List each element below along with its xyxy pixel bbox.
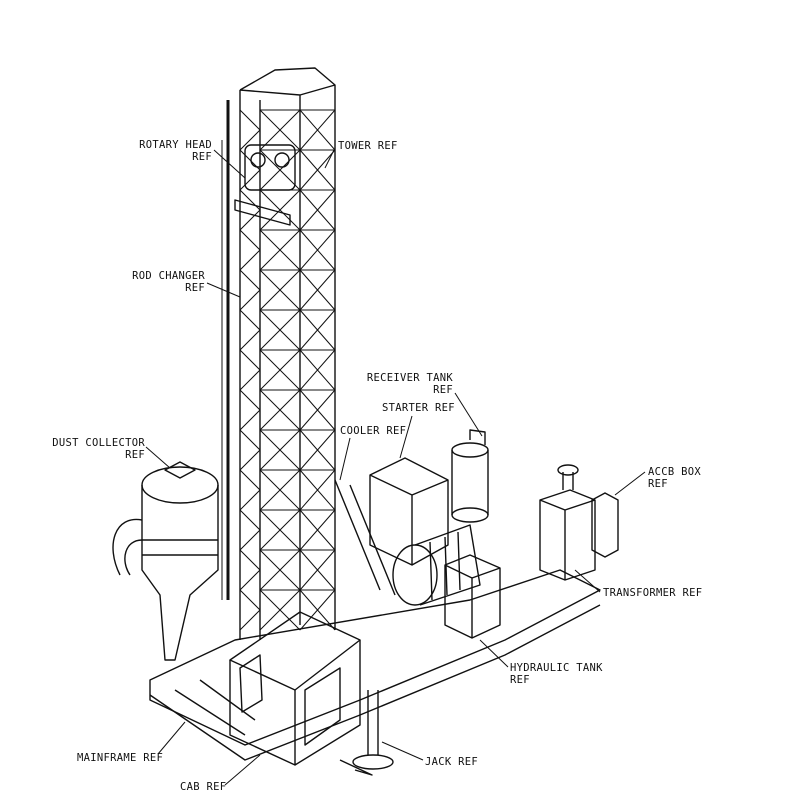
tower-brace bbox=[259, 309, 301, 351]
label-line: ROTARY HEAD bbox=[139, 139, 212, 151]
label-starter: STARTER REF bbox=[382, 402, 455, 414]
label-transformer: TRANSFORMER REF bbox=[603, 587, 703, 599]
label-line: REF bbox=[433, 384, 453, 396]
tower-brace bbox=[299, 509, 336, 551]
tower-brace bbox=[299, 189, 336, 231]
rotary-head bbox=[234, 144, 296, 226]
transformer bbox=[539, 464, 596, 581]
tower-brace bbox=[239, 269, 261, 311]
tower-brace bbox=[259, 189, 301, 231]
tower-brace bbox=[239, 149, 261, 191]
starter bbox=[369, 457, 449, 566]
tower-brace bbox=[299, 309, 336, 351]
tower-brace bbox=[299, 149, 336, 191]
tower-brace bbox=[299, 269, 336, 311]
tower-brace bbox=[299, 589, 336, 631]
tower-brace bbox=[299, 469, 336, 511]
motor bbox=[334, 479, 481, 606]
label-mainframe: MAINFRAME REF bbox=[77, 752, 164, 764]
tower-brace bbox=[259, 149, 301, 191]
tower-brace bbox=[239, 109, 261, 151]
accb-box bbox=[591, 492, 619, 558]
hydraulic-tank bbox=[444, 554, 501, 639]
tower-brace bbox=[299, 389, 336, 431]
tower-brace bbox=[239, 509, 261, 551]
dust-collector bbox=[112, 461, 219, 661]
label-cooler: COOLER REF bbox=[340, 425, 407, 437]
tower-brace bbox=[259, 589, 301, 631]
tower-brace bbox=[299, 549, 336, 591]
tower-brace bbox=[239, 549, 261, 591]
label-line: ACCB BOX bbox=[648, 466, 701, 478]
tower-brace bbox=[259, 549, 301, 591]
tower-brace bbox=[299, 109, 336, 151]
tower-brace bbox=[259, 349, 301, 391]
label-line: RECEIVER TANK bbox=[366, 372, 453, 384]
tower-brace bbox=[259, 509, 301, 551]
receiver-tank bbox=[451, 429, 489, 523]
label-line: DUST COLLECTOR bbox=[52, 437, 145, 449]
tower bbox=[221, 67, 336, 640]
label-line: REF bbox=[125, 449, 145, 461]
tower-brace bbox=[239, 229, 261, 271]
label-line: ROD CHANGER bbox=[132, 270, 205, 282]
tower-brace bbox=[259, 389, 301, 431]
tower-brace bbox=[239, 309, 261, 351]
label-line: REF bbox=[648, 478, 668, 490]
leader-lines bbox=[145, 149, 646, 786]
tower-brace bbox=[259, 229, 301, 271]
label-line: REF bbox=[510, 674, 530, 686]
tower-brace bbox=[239, 189, 261, 231]
tower-brace bbox=[299, 429, 336, 471]
label-tower: TOWER REF bbox=[338, 140, 398, 152]
label-line: REF bbox=[185, 282, 205, 294]
tower-brace bbox=[239, 469, 261, 511]
label-cab: CAB REF bbox=[180, 781, 227, 793]
tower-brace bbox=[259, 269, 301, 311]
tower-brace bbox=[299, 349, 336, 391]
cab bbox=[229, 611, 361, 766]
label-line: REF bbox=[192, 151, 212, 163]
tower-brace bbox=[239, 389, 261, 431]
tower-brace bbox=[239, 429, 261, 471]
label-jack: JACK REF bbox=[425, 756, 478, 768]
tower-brace bbox=[259, 429, 301, 471]
tower-brace bbox=[259, 469, 301, 511]
tower-brace bbox=[239, 589, 261, 631]
tower-brace bbox=[259, 109, 301, 151]
label-line: HYDRAULIC TANK bbox=[510, 662, 603, 674]
jack bbox=[352, 690, 394, 770]
tower-brace bbox=[299, 229, 336, 271]
tower-brace bbox=[239, 349, 261, 391]
